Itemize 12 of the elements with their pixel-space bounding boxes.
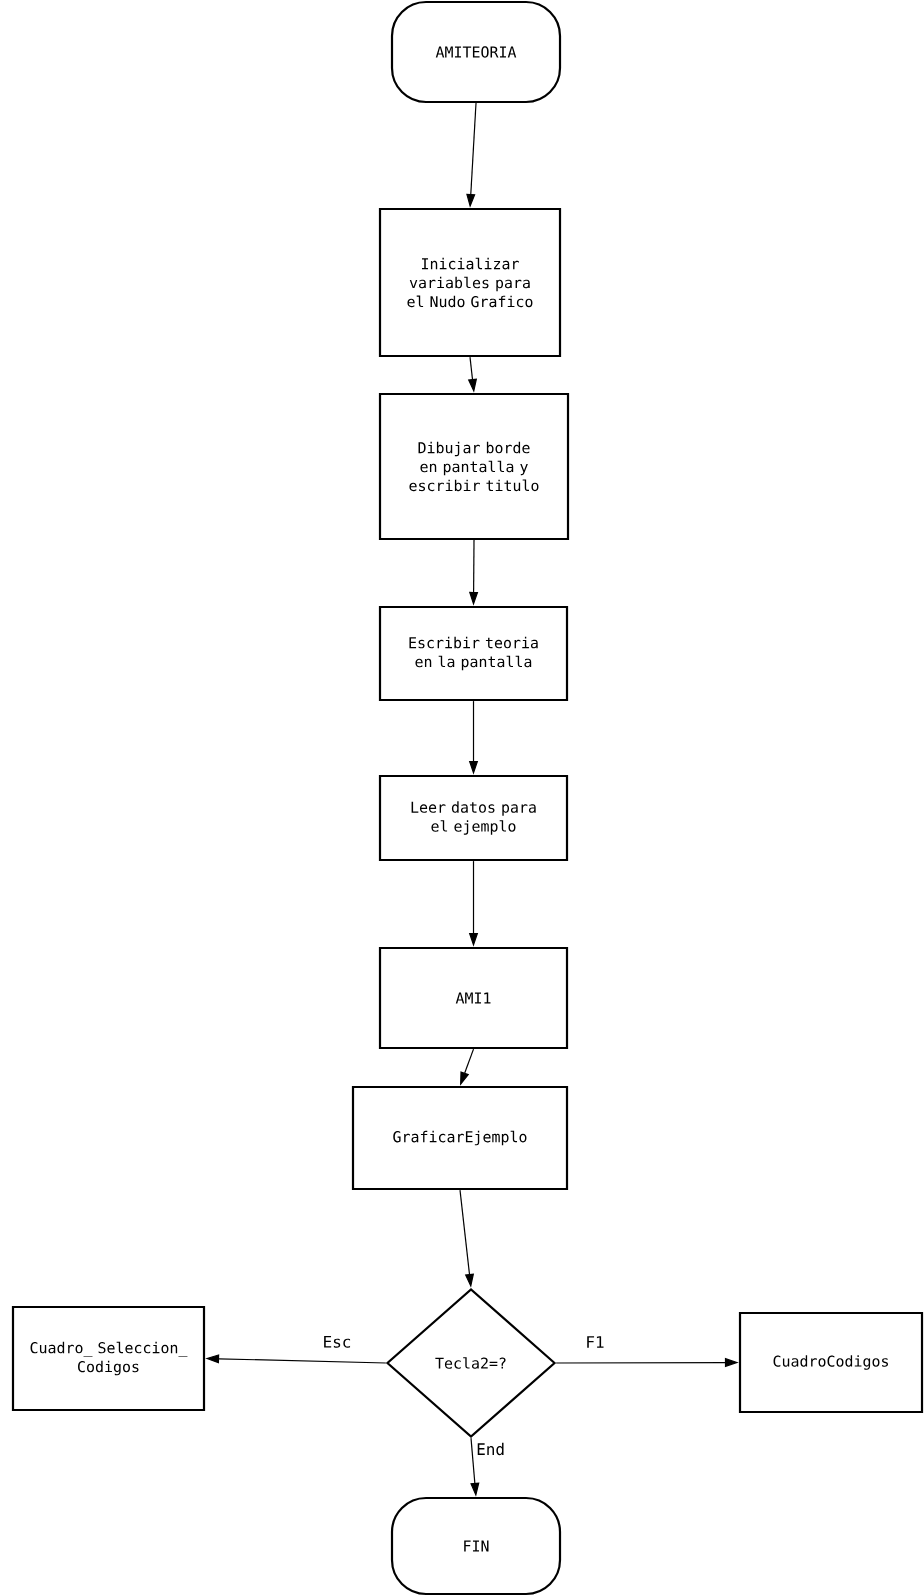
node-label: Tecla2=?	[435, 1357, 506, 1369]
process-box: CuadroCodigos	[738, 1311, 924, 1414]
process-box: Inicializar variables para el Nudo Grafico	[378, 207, 562, 358]
edge-label: End	[477, 1442, 504, 1456]
process-box: GraficarEjemplo	[351, 1085, 569, 1191]
process-box: Cuadro_ Seleccion_ Codigos	[11, 1305, 206, 1412]
process-box: Escribir teoria en la pantalla	[378, 605, 569, 702]
edge-label: F1	[587, 1336, 604, 1348]
process-box: Leer datos para el ejemplo	[378, 774, 569, 862]
process-box: AMI1	[378, 946, 569, 1050]
process-box: Dibujar borde en pantalla y escribir titulo	[378, 392, 570, 541]
edge-label: Esc	[324, 1335, 351, 1348]
